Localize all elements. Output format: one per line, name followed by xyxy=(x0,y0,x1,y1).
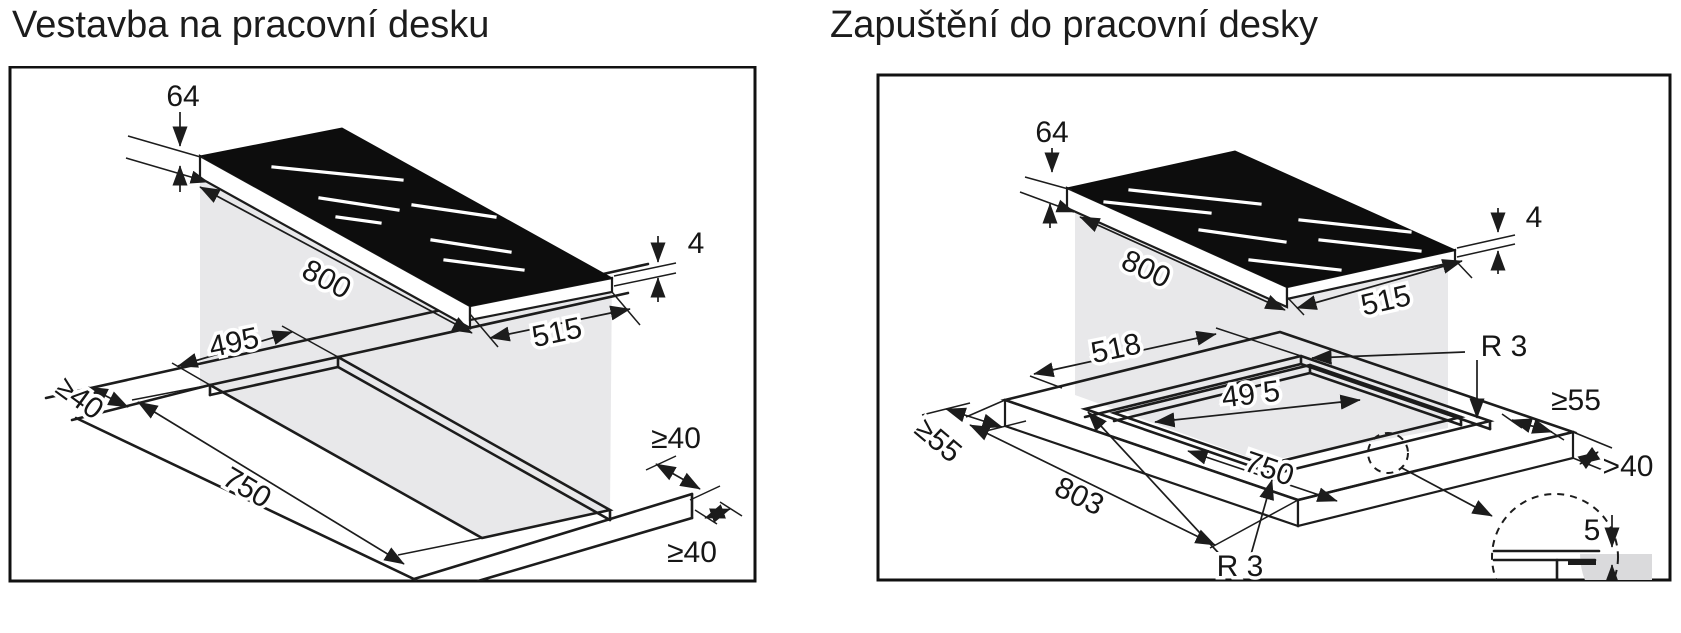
label-clearance-side: ≥40 xyxy=(651,422,701,455)
label-clearance-back: ≥40 xyxy=(50,370,110,426)
dim-hob-height: 64 xyxy=(1019,113,1075,228)
left-diagram-canvas: 64 800 515 4 xyxy=(8,66,757,583)
right-panel-frame xyxy=(876,73,1672,582)
dim-clearance-front: ≥40 xyxy=(664,501,743,573)
label-detail-step: 5 xyxy=(1584,514,1601,547)
right-diagram-canvas: 64 800 515 4 xyxy=(876,73,1672,583)
detail-callout: 5 xyxy=(1367,432,1652,580)
detail-worktop-section xyxy=(1580,554,1652,580)
dim-radius-top: R 3 xyxy=(1311,327,1531,419)
label-4: 4 xyxy=(688,227,705,260)
dim-clearance-under: >40 xyxy=(1572,431,1657,487)
dim-hob-height: 64 xyxy=(125,77,209,192)
label-803: 803 xyxy=(1049,471,1108,523)
label-64: 64 xyxy=(1035,116,1068,149)
label-64: 64 xyxy=(166,80,199,113)
label-clearance-under: >40 xyxy=(1603,450,1654,483)
label-750: 750 xyxy=(217,461,277,515)
label-4: 4 xyxy=(1526,201,1543,234)
dim-clearance-back: ≥40 xyxy=(46,367,129,430)
dim-clearance-side: ≥55 xyxy=(1501,381,1604,441)
dim-clearance-side: ≥40 xyxy=(645,419,721,501)
right-diagram-title: Zapuštění do pracovní desky xyxy=(830,4,1318,46)
detail-source-circle xyxy=(1367,432,1409,474)
label-clearance-side: ≥55 xyxy=(1551,384,1601,417)
left-diagram-title: Vestavba na pracovní desku xyxy=(12,4,490,46)
dim-radius-bottom: R 3 xyxy=(1087,411,1274,583)
left-panel-frame xyxy=(8,66,757,583)
label-radius-bottom: R 3 xyxy=(1217,550,1264,583)
dim-detail-step: 5 xyxy=(1580,511,1620,580)
label-clearance-back: ≥55 xyxy=(908,412,967,469)
dim-glass-thickness: 4 xyxy=(613,224,708,302)
detail-circle xyxy=(1491,493,1619,580)
dim-glass-thickness: 4 xyxy=(1456,198,1546,274)
label-clearance-front: ≥40 xyxy=(667,536,717,569)
label-radius-top: R 3 xyxy=(1481,330,1528,363)
label-495: 49 5 xyxy=(1220,375,1282,415)
